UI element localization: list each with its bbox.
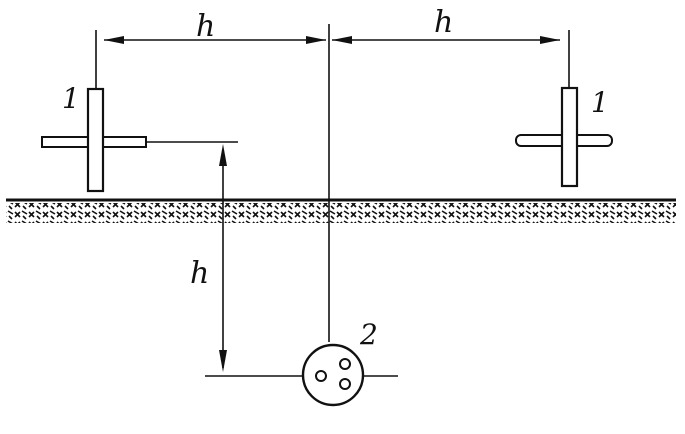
marker-right-label: 1	[591, 86, 609, 119]
cable-label: 2	[359, 318, 378, 351]
cable-cross-section	[301, 343, 365, 407]
ground-surface	[6, 198, 676, 223]
dimension-top-left	[95, 30, 326, 90]
dimension-depth	[205, 144, 398, 377]
marker-right	[515, 86, 613, 188]
h-label-top-right: h	[434, 5, 453, 40]
marker-left-label: 1	[62, 82, 80, 115]
h-label-vertical: h	[190, 256, 209, 291]
marker-left	[41, 87, 238, 193]
dimension-top-right	[332, 30, 570, 90]
h-label-top-left: h	[196, 9, 215, 44]
